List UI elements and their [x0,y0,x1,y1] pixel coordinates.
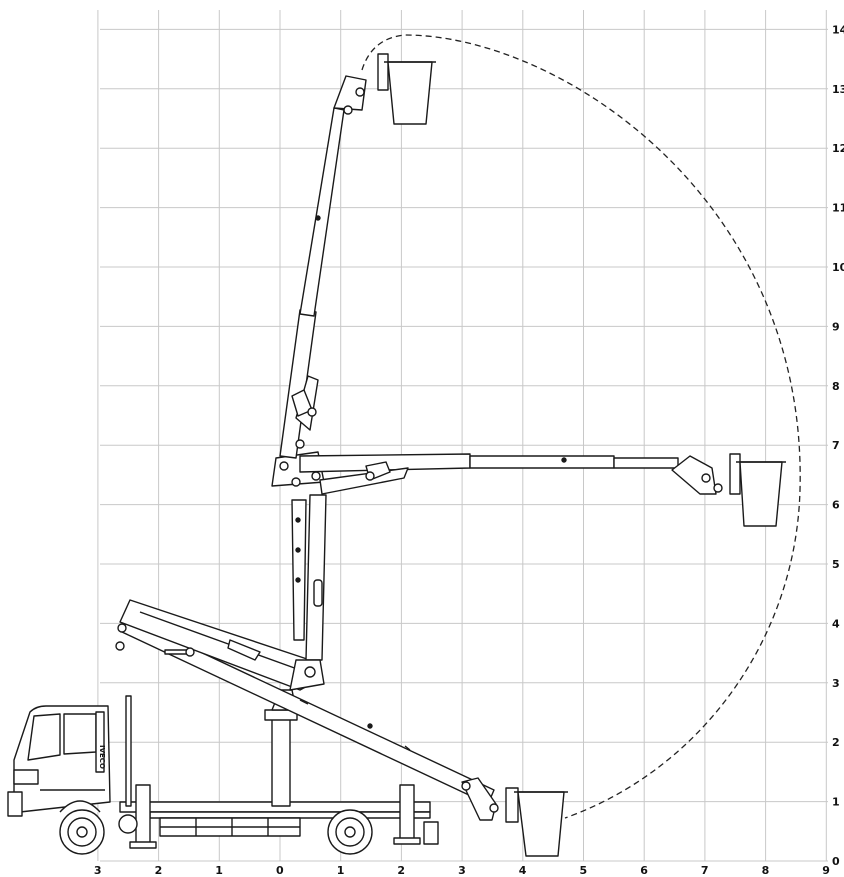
y-tick-label: 3 [832,677,840,690]
working-envelope [361,34,801,819]
jib-horizontal [671,455,717,495]
y-tick-label: 10 [832,261,844,274]
rear-outrigger-foot [393,837,421,845]
telescopic-section-2 [469,455,615,469]
x-tick-label: 5 [580,864,588,877]
telescopic-boom-vertical [279,309,317,459]
rear-post [125,695,132,807]
mast [289,494,327,691]
y-tick-label: 13 [832,83,844,96]
cab-side-window [63,713,97,755]
front-outrigger-foot [129,841,157,849]
y-tick-label: 4 [832,617,840,630]
x-tick-label: 0 [276,864,284,877]
y-tick-label: 7 [832,439,840,452]
boom-low-position [115,599,568,857]
x-tick-label: 6 [640,864,648,877]
grid [97,10,828,862]
y-tick-label: 0 [832,855,840,868]
x-axis-ticks: 3 2 1 0 1 2 3 4 5 6 7 8 9 [94,864,830,877]
x-tick-label: 2 [397,864,405,877]
y-tick-label: 14 [832,23,844,36]
y-tick-label: 8 [832,380,840,393]
y-tick-label: 12 [832,142,844,155]
y-tick-label: 2 [832,736,840,749]
truck-badge: IVECO [98,745,106,769]
x-tick-label: 7 [701,864,709,877]
y-tick-label: 6 [832,499,840,512]
y-tick-label: 11 [832,202,844,215]
x-tick-label: 3 [94,864,102,877]
x-tick-label: 8 [762,864,770,877]
x-tick-label: 3 [458,864,466,877]
x-tick-label: 2 [155,864,163,877]
truck [7,689,439,855]
x-tick-label: 4 [519,864,527,877]
telescopic-section-3 [613,457,679,469]
lower-arm-vertical-2 [305,494,327,661]
cab-window [27,713,61,761]
telescopic-section-upper [299,107,345,317]
basket-horizontal [739,461,783,527]
x-tick-label: 1 [215,864,223,877]
boom-horizontal-position [271,451,786,527]
y-tick-label: 1 [832,796,840,809]
front-outrigger [135,784,151,846]
side-rail [149,811,431,819]
jib-vertical [333,75,367,111]
y-tick-label: 9 [832,320,840,333]
basket-low [517,791,565,857]
boom-vertical-position [279,53,436,459]
x-tick-label: 9 [822,864,830,877]
rear-outrigger [399,784,415,841]
lower-arm-vertical [291,499,307,641]
x-tick-label: 1 [337,864,345,877]
y-tick-label: 5 [832,558,840,571]
basket-vertical [387,61,433,125]
turret-column [271,715,291,807]
